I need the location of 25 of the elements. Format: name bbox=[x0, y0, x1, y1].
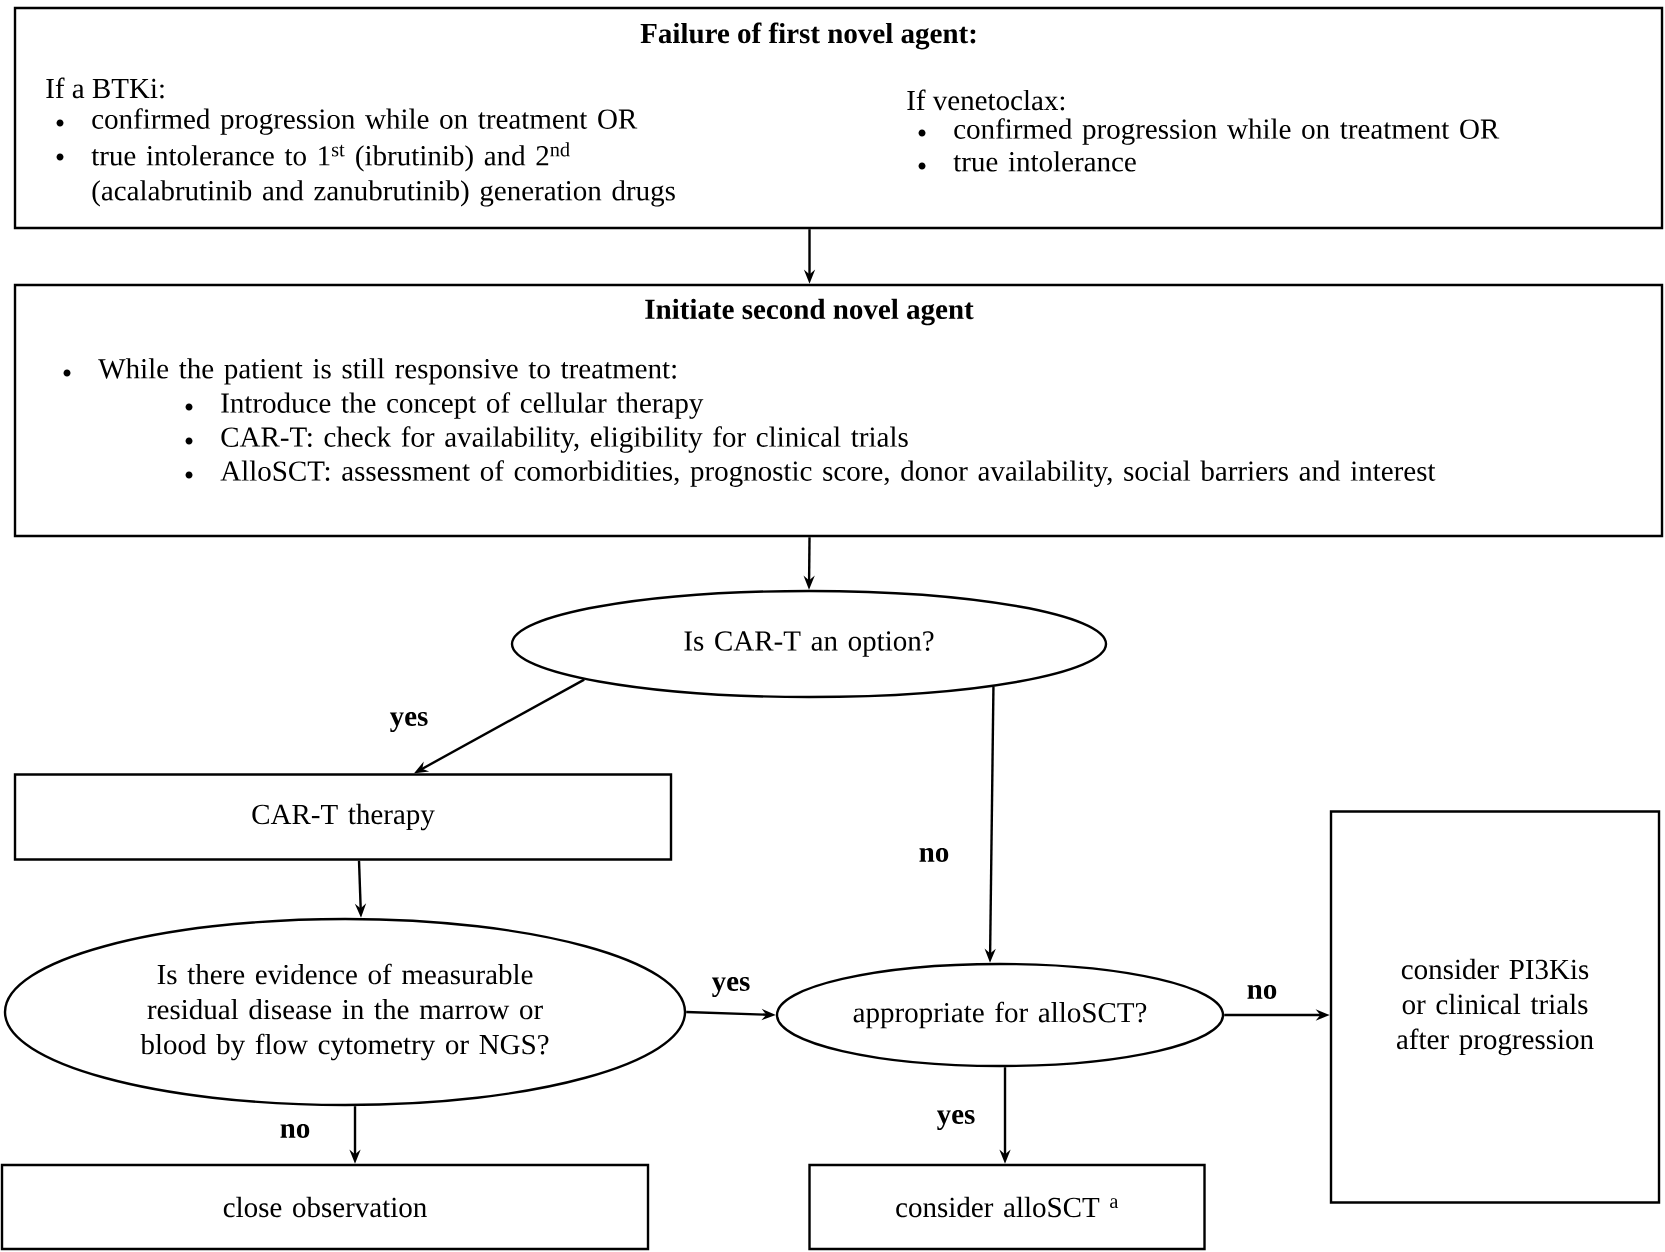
subheading: If venetoclax: bbox=[907, 89, 1065, 111]
node-text: Is there evidence of measurable residual disease in the marrow or blood by flow cytometry or NGS? bbox=[140, 963, 549, 1061]
heading: Initiate second novel agent bbox=[645, 298, 974, 326]
node-text: close observation bbox=[223, 1196, 427, 1218]
list-item: true intolerance bbox=[953, 151, 1136, 172]
node-text: Is CAR-T an option? bbox=[684, 631, 934, 657]
edge-label: yes bbox=[710, 976, 752, 998]
list-item: true intolerance to 1$^{st}$ (ibrutinib) and 2$^{nd}$ (acalabrutinib and zanubrutinib) generation drugs bbox=[91, 142, 675, 207]
node-text: appropriate for alloSCT? bbox=[853, 1001, 1147, 1029]
list-item: AlloSCT: assessment of comorbidities, prognostic score, donor availability, social barriers and interest bbox=[220, 460, 1436, 487]
node-text: CAR-T therapy bbox=[252, 803, 435, 831]
edge-label: yes bbox=[935, 1109, 977, 1131]
edge-label: yes bbox=[388, 711, 430, 733]
edge-label: no bbox=[278, 1123, 312, 1139]
node-text: consider PI3Kis or clinical trials after progression bbox=[1397, 958, 1594, 1056]
list-item: CAR-T: check for availability, eligibility for clinical trials bbox=[221, 426, 908, 453]
list-item: confirmed progression while on treatment OR bbox=[954, 118, 1500, 145]
node-text: consider alloSCT $^{a}$ bbox=[896, 1196, 1119, 1218]
list-item: confirmed progression while on treatment OR bbox=[92, 108, 638, 135]
list-item: While the patient is still responsive to treatment: bbox=[98, 358, 676, 385]
edge-label: no bbox=[1245, 984, 1279, 1000]
heading: Failure of first novel agent: bbox=[640, 22, 976, 50]
subheading: If a BTKi: bbox=[46, 77, 164, 99]
edge-label: no bbox=[917, 847, 951, 863]
list-item: Introduce the concept of cellular therapy bbox=[221, 392, 704, 419]
